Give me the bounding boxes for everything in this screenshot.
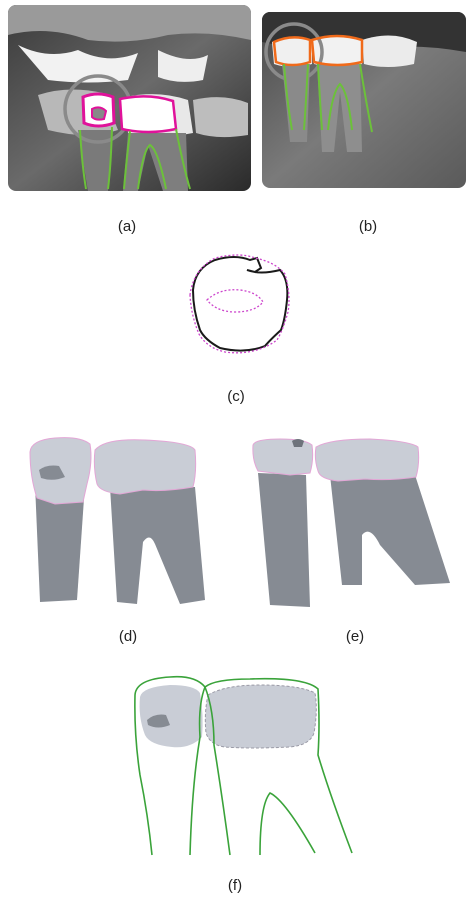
panel-label-c: (c) (216, 388, 256, 405)
panel-label-e: (e) (335, 628, 375, 645)
panel-a-xray (8, 5, 251, 191)
panel-d-segmentation (25, 432, 215, 607)
panel-f-overlay (130, 675, 365, 860)
panel-label-d: (d) (108, 628, 148, 645)
panel-label-a: (a) (107, 218, 147, 235)
panel-b-xray (262, 12, 466, 188)
panel-c-contour (185, 250, 295, 360)
panel-label-f: (f) (215, 877, 255, 894)
panel-label-b: (b) (348, 218, 388, 235)
panel-e-segmentation (250, 435, 460, 610)
